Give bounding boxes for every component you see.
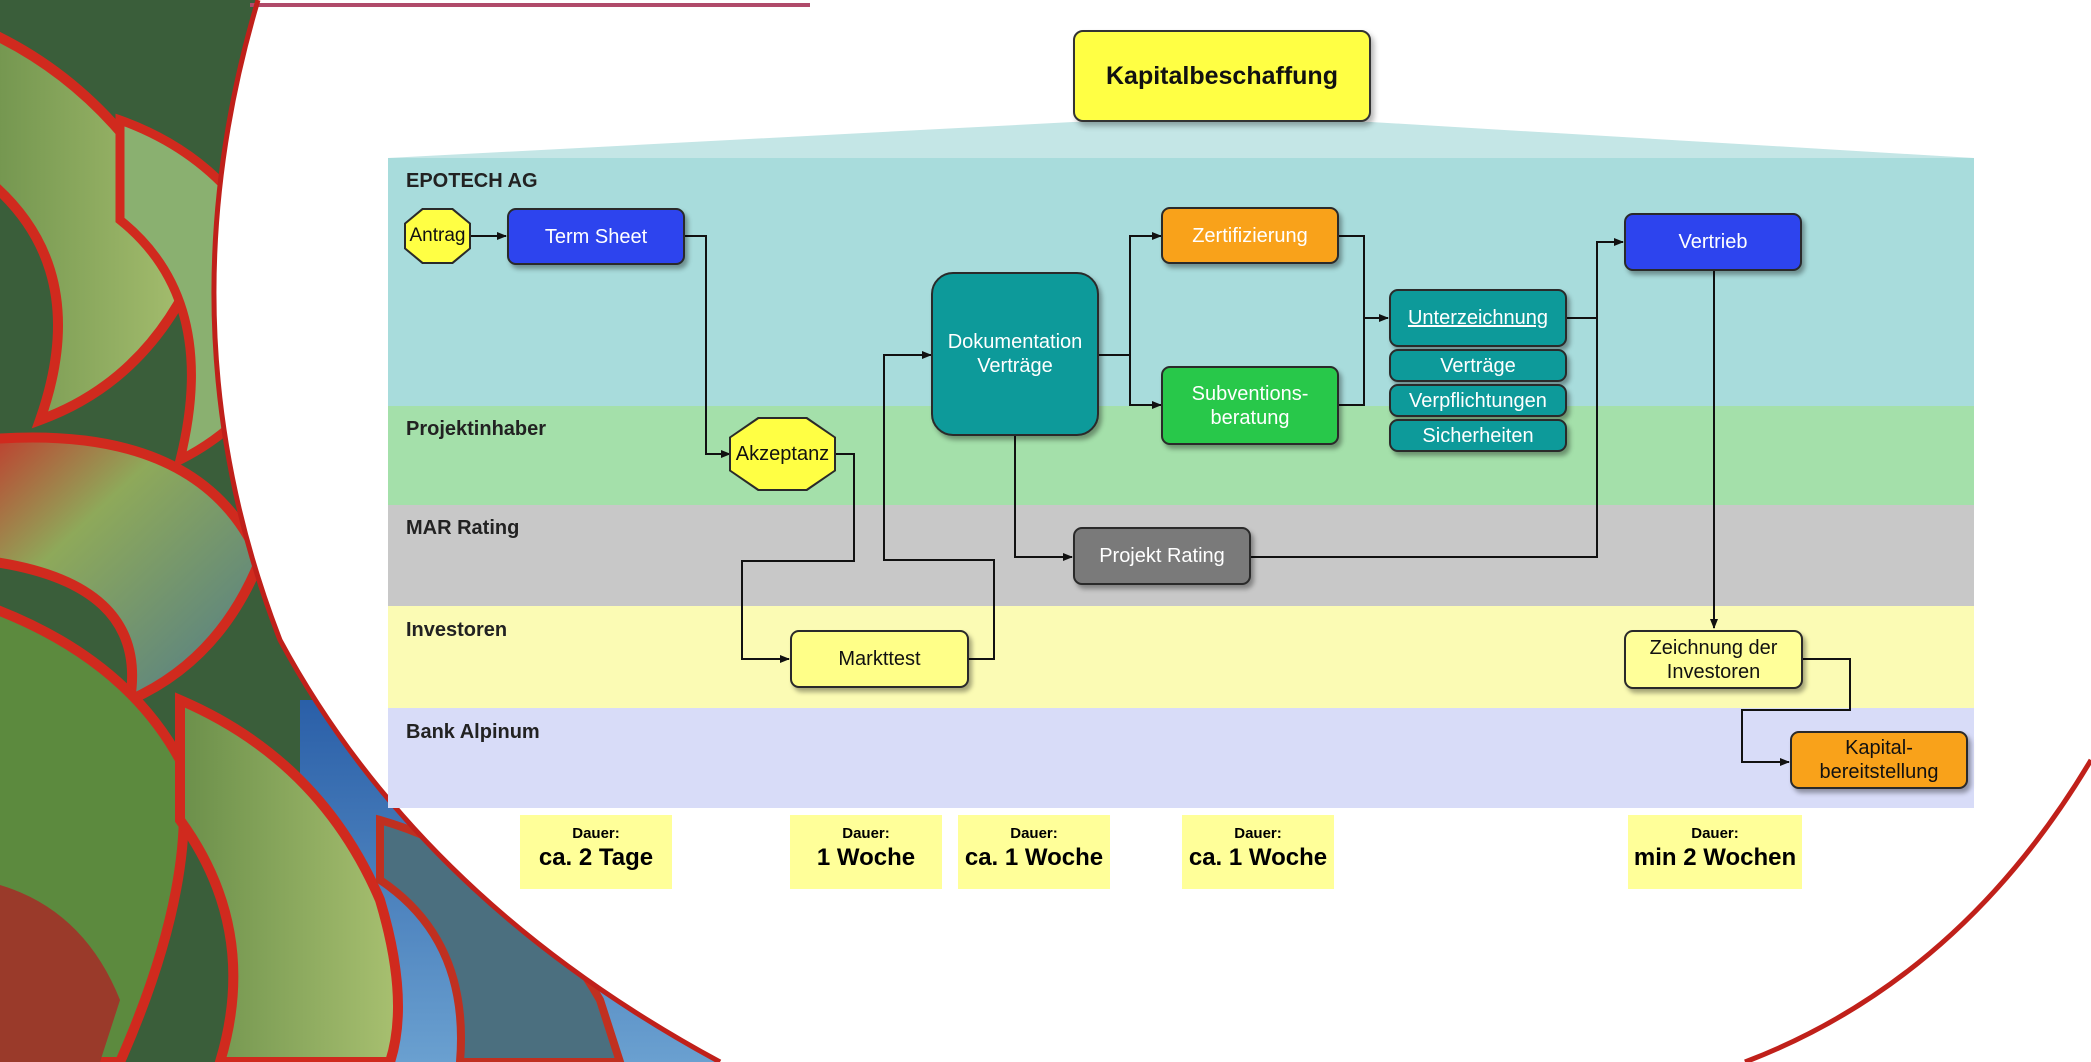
verpflichtungen-node: Verpflichtungen — [1389, 384, 1567, 417]
edge-dok-zertifizierung — [1099, 232, 1162, 356]
akzeptanz-node-outline: Akzeptanz — [729, 417, 836, 491]
duration-box-1: Dauer: ca. 2 Tage — [520, 815, 672, 889]
duration-2-value: 1 Woche — [816, 844, 916, 871]
edge-zeichnung-kapital — [1741, 658, 1851, 766]
duration-5-value: min 2 Wochen — [1633, 844, 1797, 871]
edge-akzeptanz-markttest — [741, 453, 855, 663]
duration-box-5: Dauer: min 2 Wochen — [1628, 815, 1802, 889]
duration-3-value: ca. 1 Woche — [964, 844, 1104, 871]
zertifizierung-node: Zertifizierung — [1161, 207, 1339, 264]
header-trapezoid — [388, 122, 1974, 158]
vertraege-node: Verträge — [1389, 349, 1567, 382]
lane-epotech — [388, 158, 1974, 406]
sicherheiten-node: Sicherheiten — [1389, 419, 1567, 452]
dokumentation-node: Dokumentation Verträge — [931, 272, 1099, 436]
unterzeichnung-node: Unterzeichnung — [1389, 289, 1567, 347]
lane-label-projektinhaber: Projektinhaber — [406, 418, 547, 440]
edge-termsheet-akzeptanz — [685, 235, 731, 458]
term-sheet-node: Term Sheet — [507, 208, 685, 265]
lane-bank-alpinum — [388, 708, 1974, 808]
edge-dok-subvention — [1129, 355, 1162, 409]
right-arc — [1744, 758, 2091, 1062]
lane-label-bank-alpinum: Bank Alpinum — [406, 721, 540, 743]
lane-label-investoren: Investoren — [406, 619, 508, 641]
zeichnung-node: Zeichnung der Investoren — [1624, 630, 1803, 689]
duration-2-label: Dauer: — [842, 825, 890, 842]
duration-box-2: Dauer: 1 Woche — [790, 815, 942, 889]
kapitalbereitstellung-node: Kapital-bereitstellung — [1790, 731, 1968, 789]
edge-markttest-dokumentation — [883, 351, 995, 660]
duration-box-4: Dauer: ca. 1 Woche — [1182, 815, 1334, 889]
lane-label-mar-rating: MAR Rating — [406, 517, 520, 539]
edge-dok-rating — [1014, 436, 1073, 561]
projekt-rating-node: Projekt Rating — [1073, 527, 1251, 585]
duration-1-label: Dauer: — [572, 825, 620, 842]
edge-rating-vertrieb — [1251, 318, 1598, 558]
duration-3-label: Dauer: — [1010, 825, 1058, 842]
markttest-node: Markttest — [790, 630, 969, 688]
duration-5-label: Dauer: — [1691, 825, 1739, 842]
antrag-node: Antrag — [406, 210, 469, 262]
lane-label-epotech: EPOTECH AG — [406, 170, 538, 192]
akzeptanz-node: Akzeptanz — [731, 419, 834, 489]
edge-subv-unterzeichnung — [1339, 318, 1365, 406]
duration-4-value: ca. 1 Woche — [1188, 844, 1328, 871]
subventionsberatung-node: Subventions-beratung — [1161, 366, 1339, 445]
diagram-title: Kapitalbeschaffung — [1073, 30, 1371, 122]
vertrieb-node: Vertrieb — [1624, 213, 1802, 271]
edge-unterz-vertrieb — [1567, 238, 1624, 319]
duration-4-label: Dauer: — [1234, 825, 1282, 842]
duration-1-value: ca. 2 Tage — [538, 844, 654, 871]
left-arc — [211, 0, 722, 1062]
duration-box-3: Dauer: ca. 1 Woche — [958, 815, 1110, 889]
antrag-node-outline: Antrag — [404, 208, 471, 264]
edge-zert-unterzeichnung — [1339, 235, 1389, 322]
